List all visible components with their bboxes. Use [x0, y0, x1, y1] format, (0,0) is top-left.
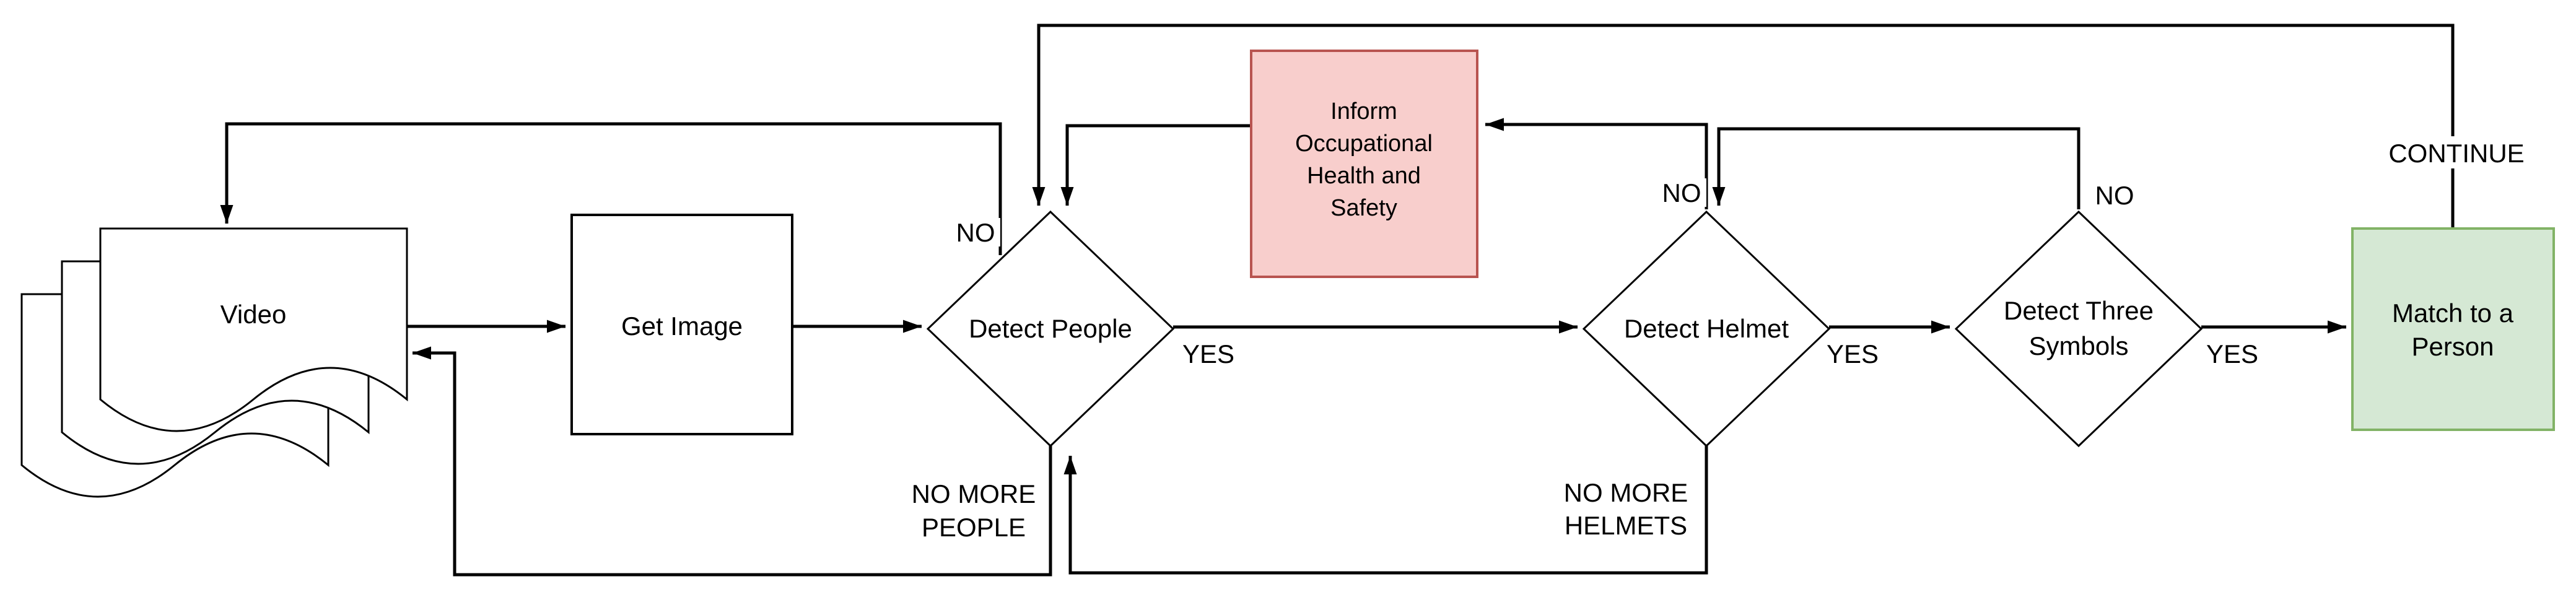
node-get-image: Get Image — [570, 214, 793, 435]
edge-label-no-more-people-line2: PEOPLE — [922, 513, 1026, 542]
match-to-person-label-line2: Person — [2411, 332, 2494, 361]
inform-ohs-label-line3: Health and — [1307, 163, 1421, 189]
video-page-front — [99, 227, 408, 432]
edge-label-no-more-people-line1: NO MORE — [912, 479, 1036, 508]
edge-detect-people-no-to-video — [220, 122, 1002, 255]
video-label: Video — [220, 300, 287, 329]
node-video: Video — [20, 227, 408, 498]
detect-people-label: Detect People — [969, 314, 1132, 343]
inform-ohs-label-line4: Safety — [1330, 195, 1397, 221]
detect-people-diamond — [926, 210, 1175, 448]
edge-label-continue: CONTINUE — [2388, 139, 2524, 168]
edge-label-no-more-helmets-line1: NO MORE — [1564, 478, 1688, 507]
get-image-label: Get Image — [621, 312, 743, 341]
get-image-box — [570, 214, 793, 435]
detect-three-symbols-diamond — [1954, 210, 2203, 448]
edges-layer — [220, 24, 2455, 577]
edge-no-more-people-to-video — [413, 346, 1052, 577]
label-bg — [1823, 339, 1882, 368]
node-detect-people: Detect People — [926, 210, 1175, 448]
detect-helmet-diamond — [1582, 210, 1831, 448]
inform-ohs-box — [1250, 50, 1478, 278]
detect-three-symbols-label-line1: Detect Three — [2004, 296, 2154, 325]
label-bg — [1552, 477, 1700, 541]
node-match-to-person: Match to a Person — [2351, 227, 2555, 431]
edge-label-people-yes: YES — [1182, 339, 1234, 368]
edge-label-helmet-yes: YES — [1827, 339, 1879, 368]
edge-label-symbols-no: NO — [2095, 181, 2134, 210]
edge-match-continue-to-detect-people — [1032, 24, 2455, 229]
label-bg — [2382, 136, 2531, 168]
label-bg — [899, 478, 1047, 543]
edge-three-symbols-no-to-detect-helmet — [1712, 127, 2080, 209]
edge-labels-layer: NO YES NO YES NO YES CONTINUE NO MORE PE… — [899, 136, 2531, 543]
match-to-person-box — [2351, 227, 2555, 431]
node-inform-ohs: Inform Occupational Health and Safety — [1250, 50, 1478, 278]
node-detect-helmet: Detect Helmet — [1582, 210, 1831, 448]
edge-label-people-no: NO — [956, 218, 995, 247]
label-bg — [1657, 178, 1706, 207]
inform-ohs-label-line1: Inform — [1330, 98, 1397, 124]
label-bg — [951, 218, 1000, 246]
edge-label-no-more-helmets-line2: HELMETS — [1565, 511, 1687, 540]
detect-helmet-label: Detect Helmet — [1624, 314, 1789, 343]
edge-inform-to-detect-people — [1060, 124, 1254, 206]
edge-no-more-helmets-to-detect-people — [1063, 446, 1708, 575]
label-bg — [2090, 181, 2139, 209]
label-bg — [2203, 339, 2262, 368]
match-to-person-label-line1: Match to a — [2392, 298, 2514, 328]
label-bg — [1179, 339, 1238, 368]
edge-label-symbols-yes: YES — [2206, 339, 2258, 368]
edge-label-helmet-no: NO — [1662, 178, 1701, 207]
node-detect-three-symbols: Detect Three Symbols — [1954, 210, 2203, 448]
detect-three-symbols-label-line2: Symbols — [2028, 331, 2128, 360]
inform-ohs-label-line2: Occupational — [1295, 131, 1433, 157]
